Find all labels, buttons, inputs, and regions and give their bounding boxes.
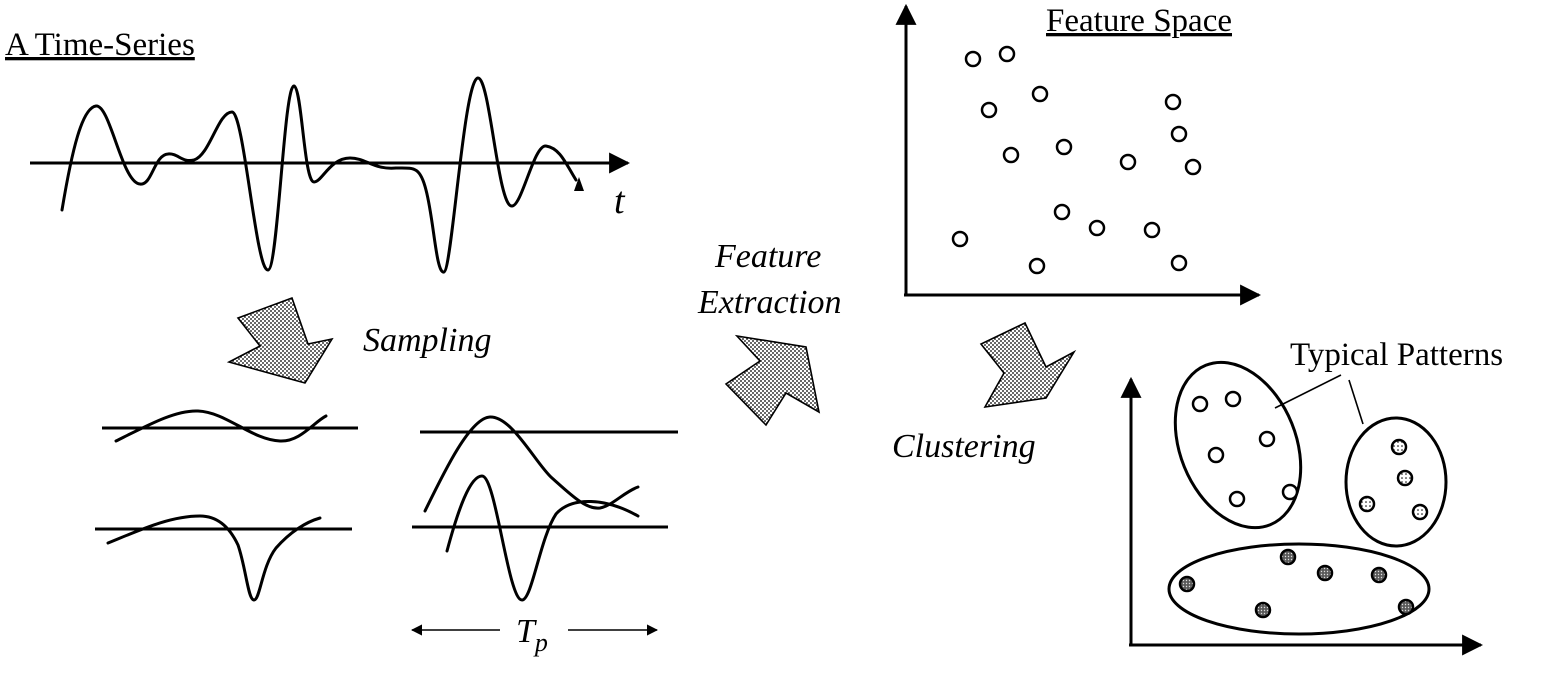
cluster-2-point bbox=[1390, 438, 1408, 456]
period-subscript: p bbox=[533, 628, 548, 657]
feature-extraction-arrow-icon bbox=[724, 334, 821, 427]
typical-patterns-label: Typical Patterns bbox=[1290, 337, 1503, 373]
sampling-label: Sampling bbox=[363, 322, 491, 359]
period-T: T bbox=[516, 613, 537, 650]
cluster-3-point bbox=[1316, 564, 1334, 582]
feature-point bbox=[1170, 125, 1188, 143]
callout-line bbox=[1274, 374, 1342, 409]
cluster-1-point bbox=[1258, 430, 1276, 448]
cluster-2-points bbox=[1358, 438, 1429, 521]
segment-wave bbox=[445, 474, 640, 602]
cluster-3-point bbox=[1370, 566, 1388, 584]
cluster-3-point bbox=[1178, 575, 1196, 593]
cluster-1-points bbox=[1191, 390, 1299, 508]
period-label: Tp bbox=[516, 613, 548, 657]
cluster-1-point bbox=[1224, 390, 1242, 408]
time-series-title: A Time-Series bbox=[5, 27, 195, 63]
feature-point bbox=[1055, 138, 1073, 156]
feature-point bbox=[1028, 257, 1046, 275]
cluster-ellipse-3 bbox=[1167, 542, 1431, 636]
sampled-segments bbox=[95, 409, 678, 602]
cluster-2-point bbox=[1411, 503, 1429, 521]
cluster-2-point bbox=[1358, 495, 1376, 513]
feature-point bbox=[1031, 85, 1049, 103]
feature-point bbox=[998, 45, 1016, 63]
feature-point bbox=[1088, 219, 1106, 237]
cluster-1-point bbox=[1228, 490, 1246, 508]
cluster-3-point bbox=[1254, 601, 1272, 619]
cluster-3-points bbox=[1178, 548, 1415, 619]
sampling-arrow-icon bbox=[226, 296, 334, 384]
feature-point bbox=[1164, 93, 1182, 111]
cluster-1-point bbox=[1207, 446, 1225, 464]
feature-space-title: Feature Space bbox=[1046, 3, 1232, 39]
feature-point bbox=[1119, 153, 1137, 171]
clustering-label: Clustering bbox=[892, 428, 1036, 465]
feature-point bbox=[1053, 203, 1071, 221]
feature-point bbox=[964, 50, 982, 68]
callout-line bbox=[1348, 379, 1364, 425]
time-series-waveform bbox=[60, 76, 578, 274]
feature-point bbox=[951, 230, 969, 248]
cluster-3-point bbox=[1279, 548, 1297, 566]
end-marker-icon bbox=[574, 177, 584, 191]
feature-point bbox=[980, 101, 998, 119]
cluster-2-point bbox=[1396, 469, 1414, 487]
segment-wave bbox=[106, 514, 322, 602]
feature-space-points bbox=[951, 45, 1202, 275]
feature-point bbox=[1143, 221, 1161, 239]
feature-extraction-label-1: Feature bbox=[714, 238, 821, 275]
cluster-1-point bbox=[1281, 483, 1299, 501]
clustering-arrow-icon bbox=[979, 321, 1077, 409]
feature-extraction-label-2: Extraction bbox=[697, 284, 842, 321]
cluster-1-point bbox=[1191, 395, 1209, 413]
cluster-3-point bbox=[1397, 598, 1415, 616]
feature-point bbox=[1002, 146, 1020, 164]
feature-point bbox=[1184, 158, 1202, 176]
feature-point bbox=[1170, 254, 1188, 272]
segment-wave bbox=[423, 415, 640, 513]
cluster-ellipse-1 bbox=[1173, 360, 1303, 530]
segment-wave bbox=[114, 409, 328, 443]
cluster-ellipse-2 bbox=[1344, 416, 1448, 548]
time-axis-label: t bbox=[614, 180, 626, 222]
